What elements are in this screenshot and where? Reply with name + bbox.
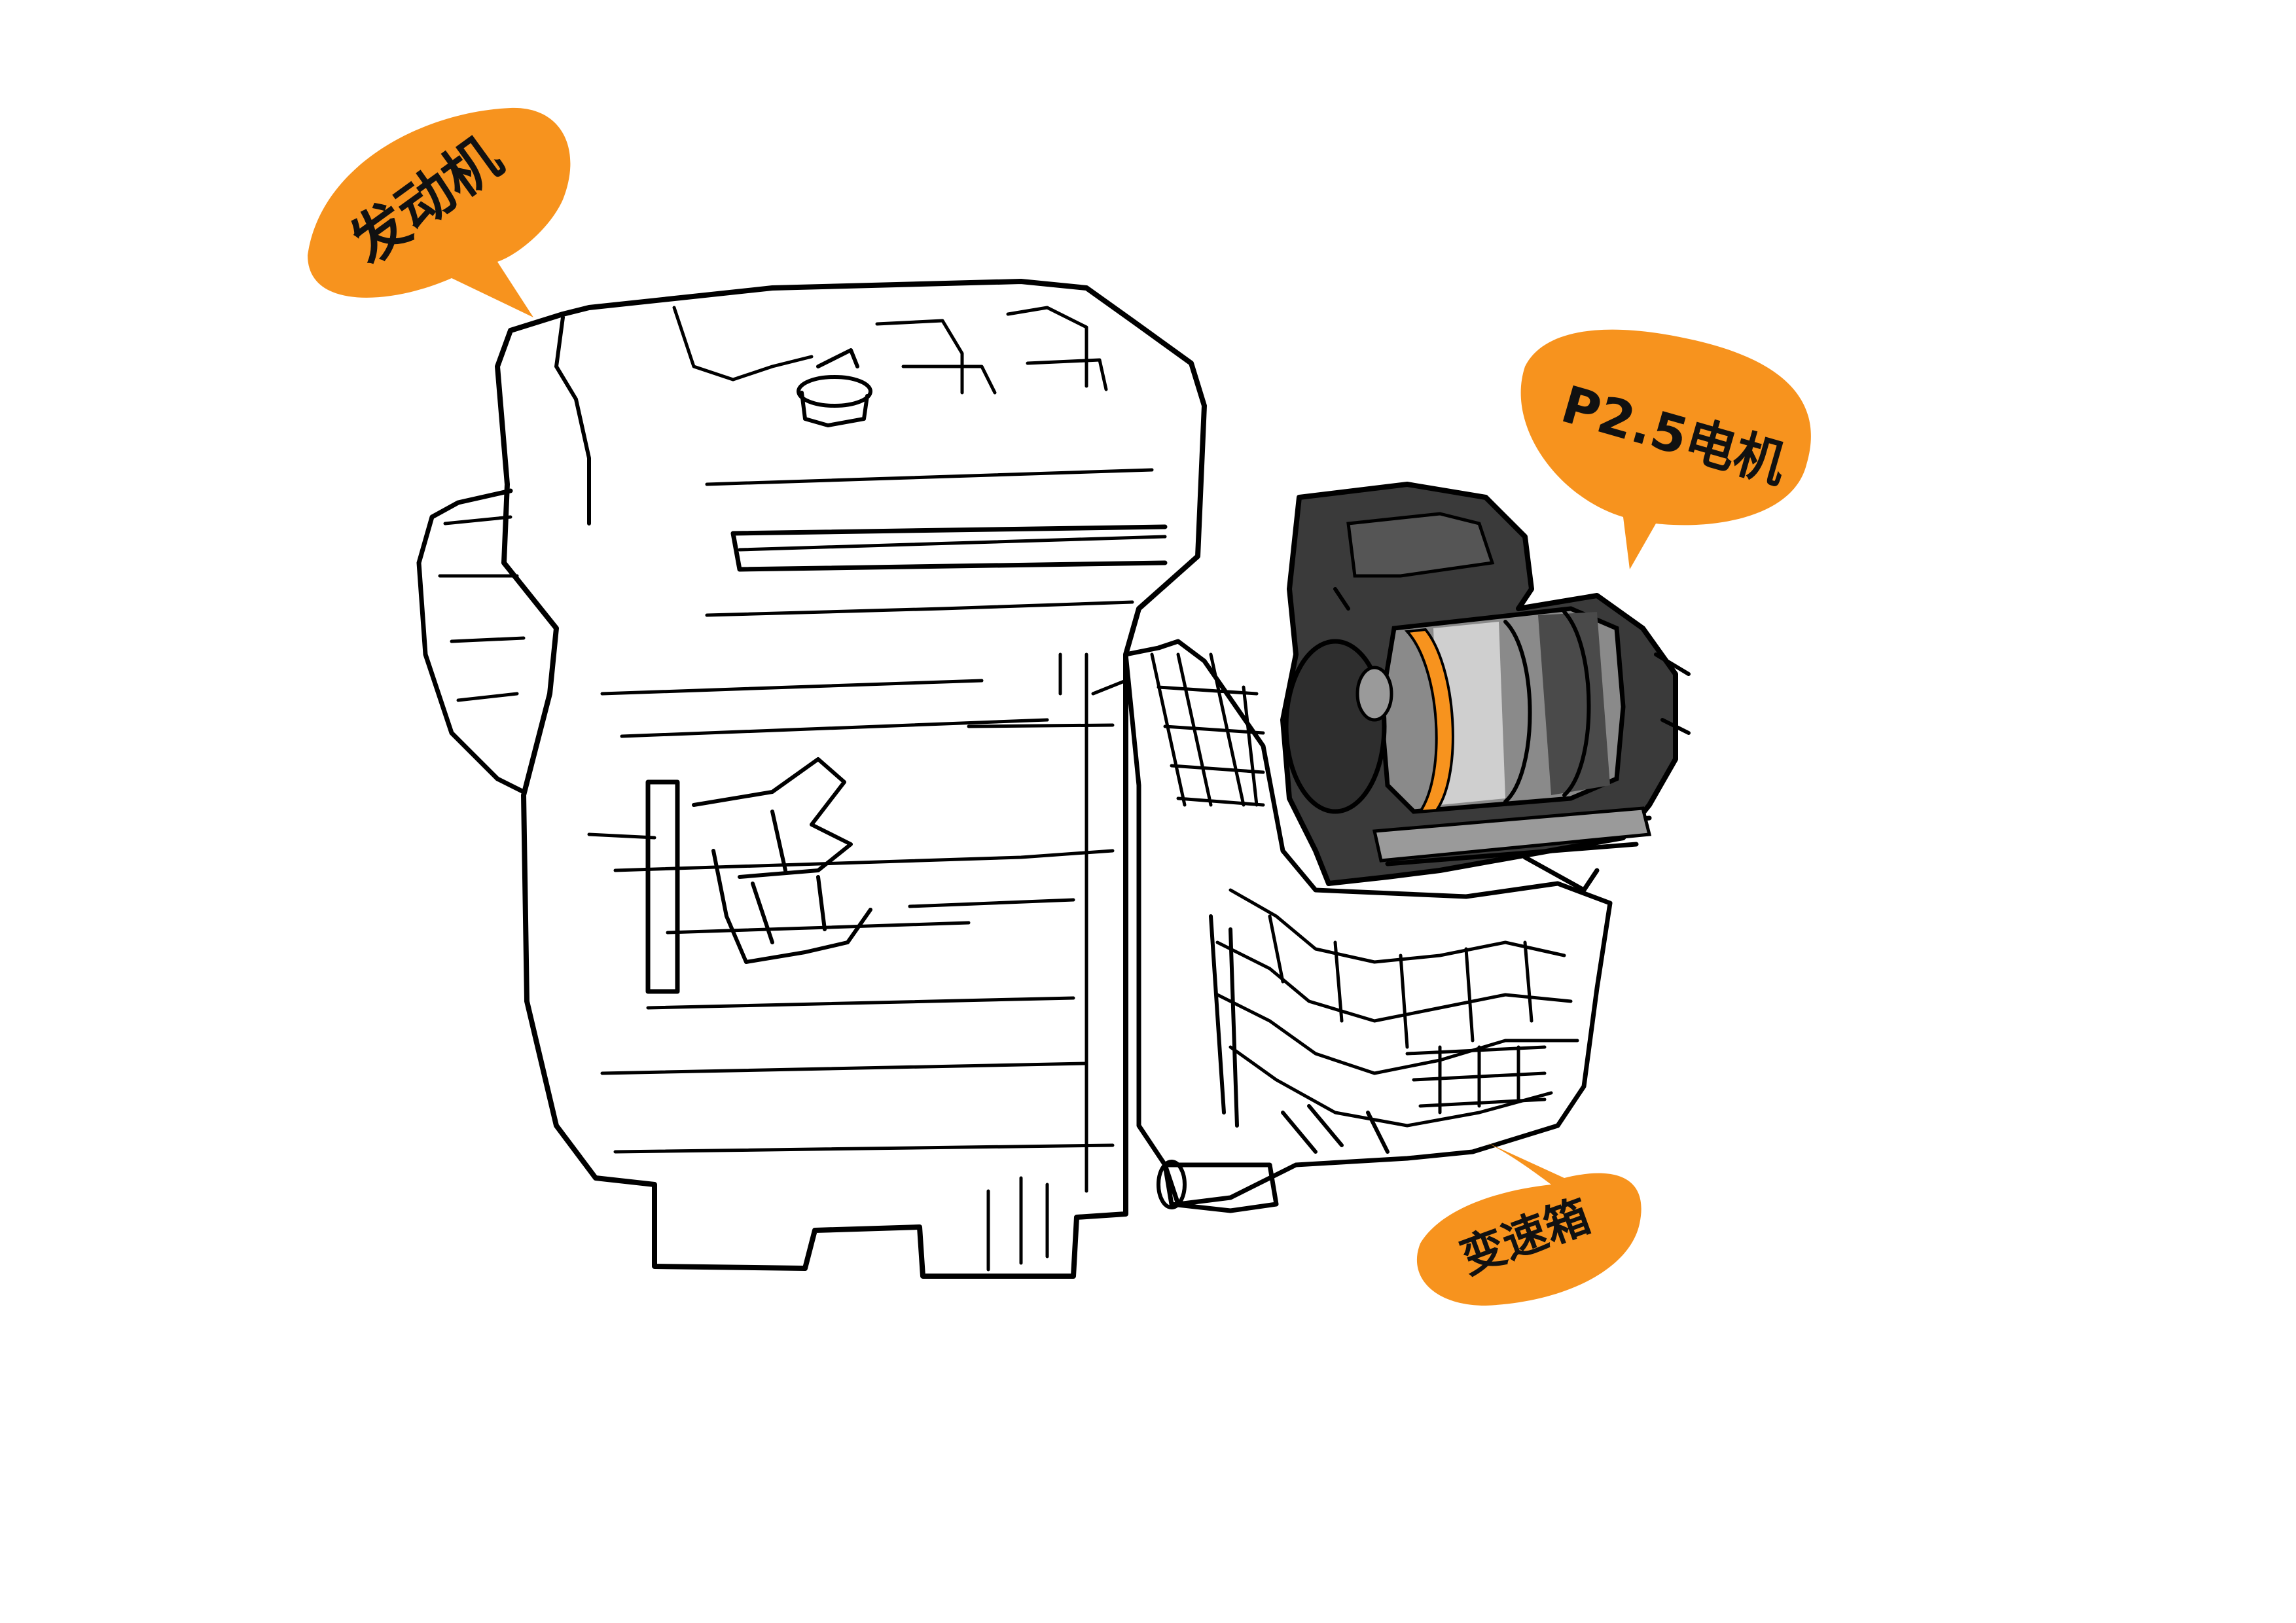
oil-filler-neck [800,348,869,427]
callout-engine: 发动机 [308,107,571,318]
p25-motor [1280,482,1691,893]
motor-drum-dark [1538,612,1610,795]
engine-lower-seams [986,652,1128,1272]
motor-drum-rings [1503,610,1591,804]
engine-ribs [587,468,1167,1154]
callout-gearbox-bubble [1416,1142,1641,1306]
gearbox-grid [1150,652,1265,807]
shaft-end [1157,1160,1187,1209]
gearbox-housing-lines [1215,888,1579,1128]
oil-filler-cap [797,375,872,408]
engine-outline [495,279,1207,1279]
motor-top-highlight [1346,512,1495,578]
engine-block [416,279,1207,1279]
engine-bracket [692,757,872,964]
engine-left-flange [416,488,526,794]
motor-bolts [1333,587,1691,735]
gearbox-studs [1209,914,1390,1154]
gearbox-output-shaft [1162,1162,1279,1213]
motor-base-plate [1372,806,1652,863]
gearbox-vents [1405,1045,1547,1115]
callout-motor-bubble [1520,329,1811,569]
callout-engine-bubble [308,107,571,318]
engine-left-flange-detail [438,515,526,702]
motor-hub [1355,666,1393,722]
engine-top-cover [554,315,591,526]
engine-side-rail [730,524,1168,572]
callout-motor: P2.5电机 [1520,329,1811,569]
motor-orange-ring [1404,628,1454,813]
engine-mount-bar [645,779,680,994]
engine-top-parts [672,306,1108,395]
gearbox [1123,639,1613,1213]
gearbox-outline [1123,639,1613,1207]
callout-gearbox: 变速箱 [1416,1142,1641,1306]
